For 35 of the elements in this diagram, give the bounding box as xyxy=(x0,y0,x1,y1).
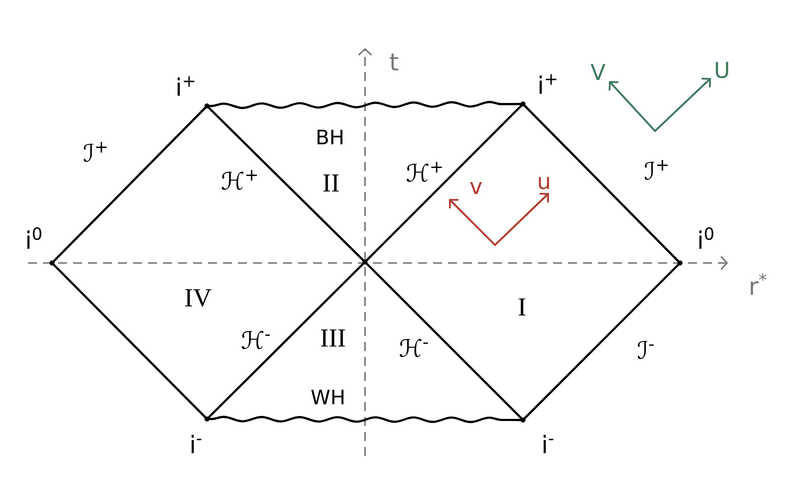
boundary-line xyxy=(208,262,364,418)
point-label: i$^{0}$ xyxy=(27,227,42,249)
boundary-line xyxy=(524,264,680,420)
edge-label: ℋ$^{-}$ xyxy=(400,338,428,358)
wavy-line xyxy=(208,416,522,424)
direction-label: U xyxy=(716,62,728,78)
point-label: i$^{-}$ xyxy=(544,434,554,454)
edge-label: ℋ$^{+}$ xyxy=(406,162,442,182)
edge-label: ℋ$^{-}$ xyxy=(242,330,270,350)
direction-label: v xyxy=(470,182,482,194)
point-label: i$^{+}$ xyxy=(540,74,556,94)
boundary-line xyxy=(208,106,364,262)
edge-label: ℋ$^{+}$ xyxy=(222,170,257,190)
region-label: III xyxy=(320,329,346,346)
point-label: i$^{+}$ xyxy=(178,76,194,96)
region-label: I xyxy=(518,298,526,316)
wavy-line xyxy=(208,100,522,110)
edge-label: ℐ$^{+}$ xyxy=(84,142,107,162)
region-label: II xyxy=(323,174,339,192)
axis-label: t xyxy=(390,54,398,70)
boundary-line xyxy=(366,262,522,420)
point-label: i$^{0}$ xyxy=(699,227,714,249)
direction-label: u xyxy=(538,176,549,190)
region-label: IV xyxy=(185,289,212,307)
edge-label: ℐ$^{+}$ xyxy=(644,160,668,180)
point-label: i$^{-}$ xyxy=(192,434,202,454)
boundary-line xyxy=(524,104,680,262)
boundary-line xyxy=(52,106,206,262)
boundary-line xyxy=(52,264,206,418)
direction-label: V xyxy=(590,64,606,80)
boundary-line xyxy=(366,104,522,262)
region-label: WH xyxy=(311,390,344,404)
region-label: BH xyxy=(318,130,342,144)
edge-label: ℐ$^{-}$ xyxy=(638,340,654,360)
axis-label: r$^{*}$ xyxy=(750,273,766,295)
